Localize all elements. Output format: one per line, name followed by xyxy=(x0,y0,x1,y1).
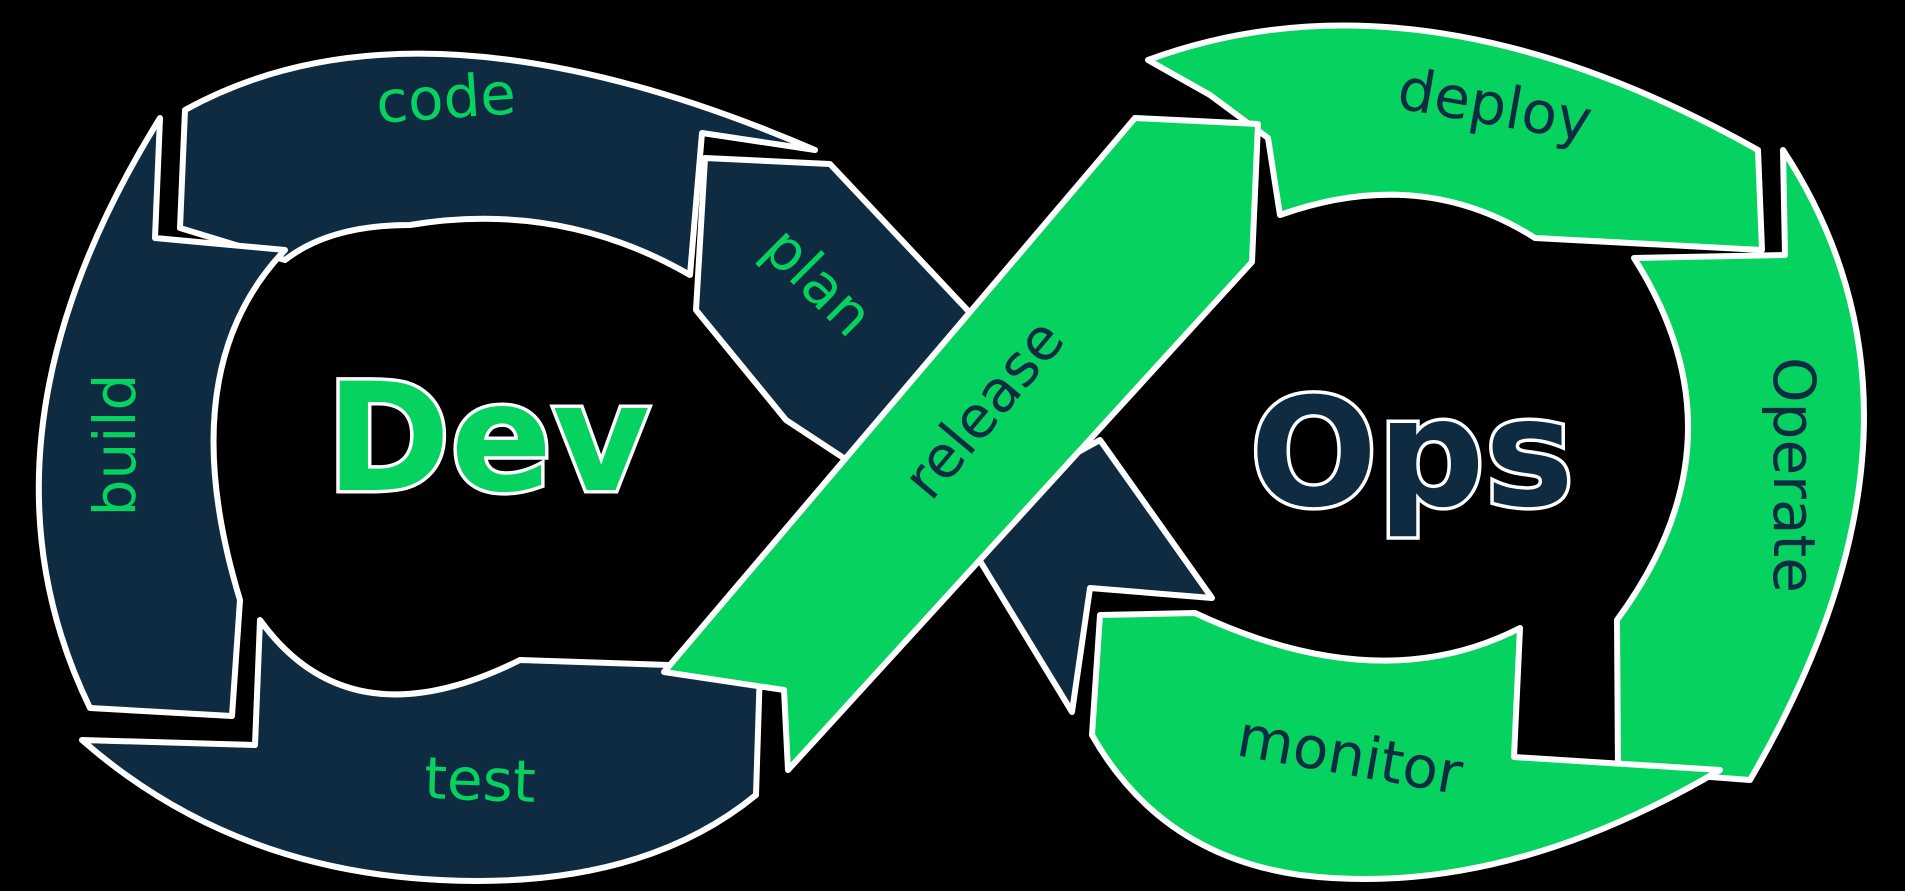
label-operate: Operate xyxy=(1760,357,1828,593)
segment-operate xyxy=(1614,147,1867,783)
segment-monitor xyxy=(1089,610,1723,882)
label-test: test xyxy=(423,744,537,816)
segment-code xyxy=(177,50,818,278)
segment-release xyxy=(661,115,1261,773)
segment-deploy xyxy=(1145,22,1765,253)
segment-test xyxy=(79,617,763,884)
ops-ring xyxy=(661,22,1867,882)
title-dev: Dev xyxy=(326,352,650,526)
segment-build xyxy=(35,115,288,719)
title-ops: Ops xyxy=(1250,367,1574,541)
label-build: build xyxy=(81,374,149,517)
label-code: code xyxy=(374,59,518,137)
